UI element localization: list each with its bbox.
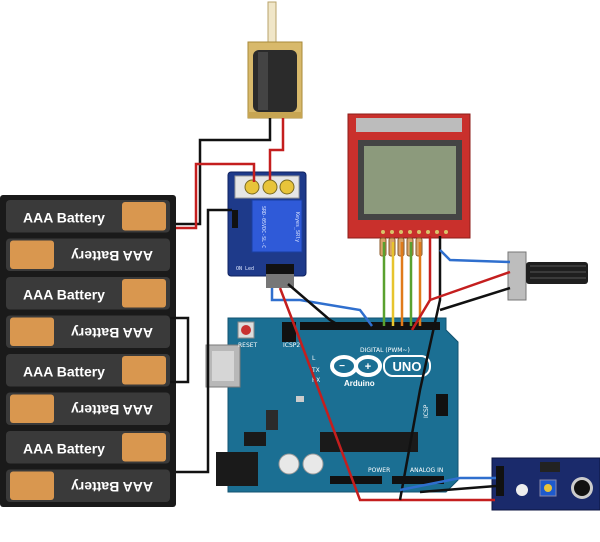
battery-label: AAA Battery <box>23 286 105 302</box>
svg-text:−: − <box>339 361 345 372</box>
wire-black <box>439 286 511 312</box>
arduino-model: UNO <box>393 359 422 374</box>
wire-blue <box>439 249 511 264</box>
wire-red <box>429 270 511 302</box>
wire-red <box>268 118 285 180</box>
wire-black <box>287 283 341 328</box>
solenoid <box>247 1 303 119</box>
l-label: L <box>312 355 316 362</box>
wire-black <box>419 484 497 494</box>
wire-blue <box>270 288 373 327</box>
sound-sensor <box>491 457 600 511</box>
battery-cell: AAA Battery <box>6 431 170 464</box>
battery-cell: AAA Battery <box>6 354 170 387</box>
relay-led-label: ON Led <box>236 266 254 272</box>
power-jack <box>216 452 258 486</box>
battery-label: AAA Battery <box>23 363 105 379</box>
icsp-label: ICSP <box>423 404 430 418</box>
battery-label: AAA Battery <box>71 325 153 341</box>
battery-cell: AAA Battery <box>6 277 170 310</box>
relay-board-label: Keyes_SRly <box>294 212 300 242</box>
lcd-screen <box>364 146 456 214</box>
atmega-chip <box>320 432 418 452</box>
battery-label: AAA Battery <box>71 479 153 495</box>
wire-black <box>176 118 272 226</box>
reset-label: RESET <box>238 342 258 349</box>
battery-cell: AAA Battery <box>6 238 170 271</box>
analog-header <box>392 476 444 484</box>
battery-holder <box>0 195 176 507</box>
tx-label: TX <box>311 367 320 374</box>
wire-black <box>170 316 190 384</box>
power-label: POWER <box>368 467 390 474</box>
power-header <box>330 476 382 484</box>
arduino-board: RESET ICSP2 DIGITAL (PWM~) − + UNO Ardui… <box>205 317 459 493</box>
relay-text: SRD-05VDC-SL-C <box>260 206 266 248</box>
digital-header <box>300 322 440 330</box>
relay-module: SRD-05VDC-SL-C Keyes_SRly ON Led <box>227 171 307 288</box>
lcd-module <box>347 113 471 239</box>
arduino-logo: − + <box>330 355 382 377</box>
wire-black <box>398 236 442 501</box>
svg-text:+: + <box>365 361 371 373</box>
potentiometer-knob <box>526 262 588 284</box>
wire-red <box>176 162 256 230</box>
battery-cell: AAA Battery <box>6 315 170 348</box>
battery-label: AAA Battery <box>23 209 105 225</box>
battery-cell: AAA Battery <box>6 200 170 233</box>
capacitor <box>278 453 300 475</box>
battery-label: AAA Battery <box>71 402 153 418</box>
arduino-brand: Arduino <box>344 379 375 388</box>
battery-cell: AAA Battery <box>6 469 170 502</box>
capacitor <box>302 453 324 475</box>
battery-label: AAA Battery <box>23 440 105 456</box>
wire-red <box>278 287 495 502</box>
icsp2-label: ICSP2 <box>283 342 300 349</box>
icsp-header <box>436 394 448 416</box>
wire-blue <box>399 476 496 492</box>
potentiometer <box>507 251 588 301</box>
battery-cell: AAA Battery <box>6 392 170 425</box>
digital-label: DIGITAL (PWM~) <box>360 347 410 354</box>
analog-label: ANALOG IN <box>410 467 443 474</box>
relay-pin-header <box>266 264 294 274</box>
wire-black <box>176 208 232 474</box>
wires <box>170 118 511 502</box>
relay-box <box>251 199 303 253</box>
icsp2-header <box>282 322 296 342</box>
battery-label: AAA Battery <box>71 248 153 264</box>
